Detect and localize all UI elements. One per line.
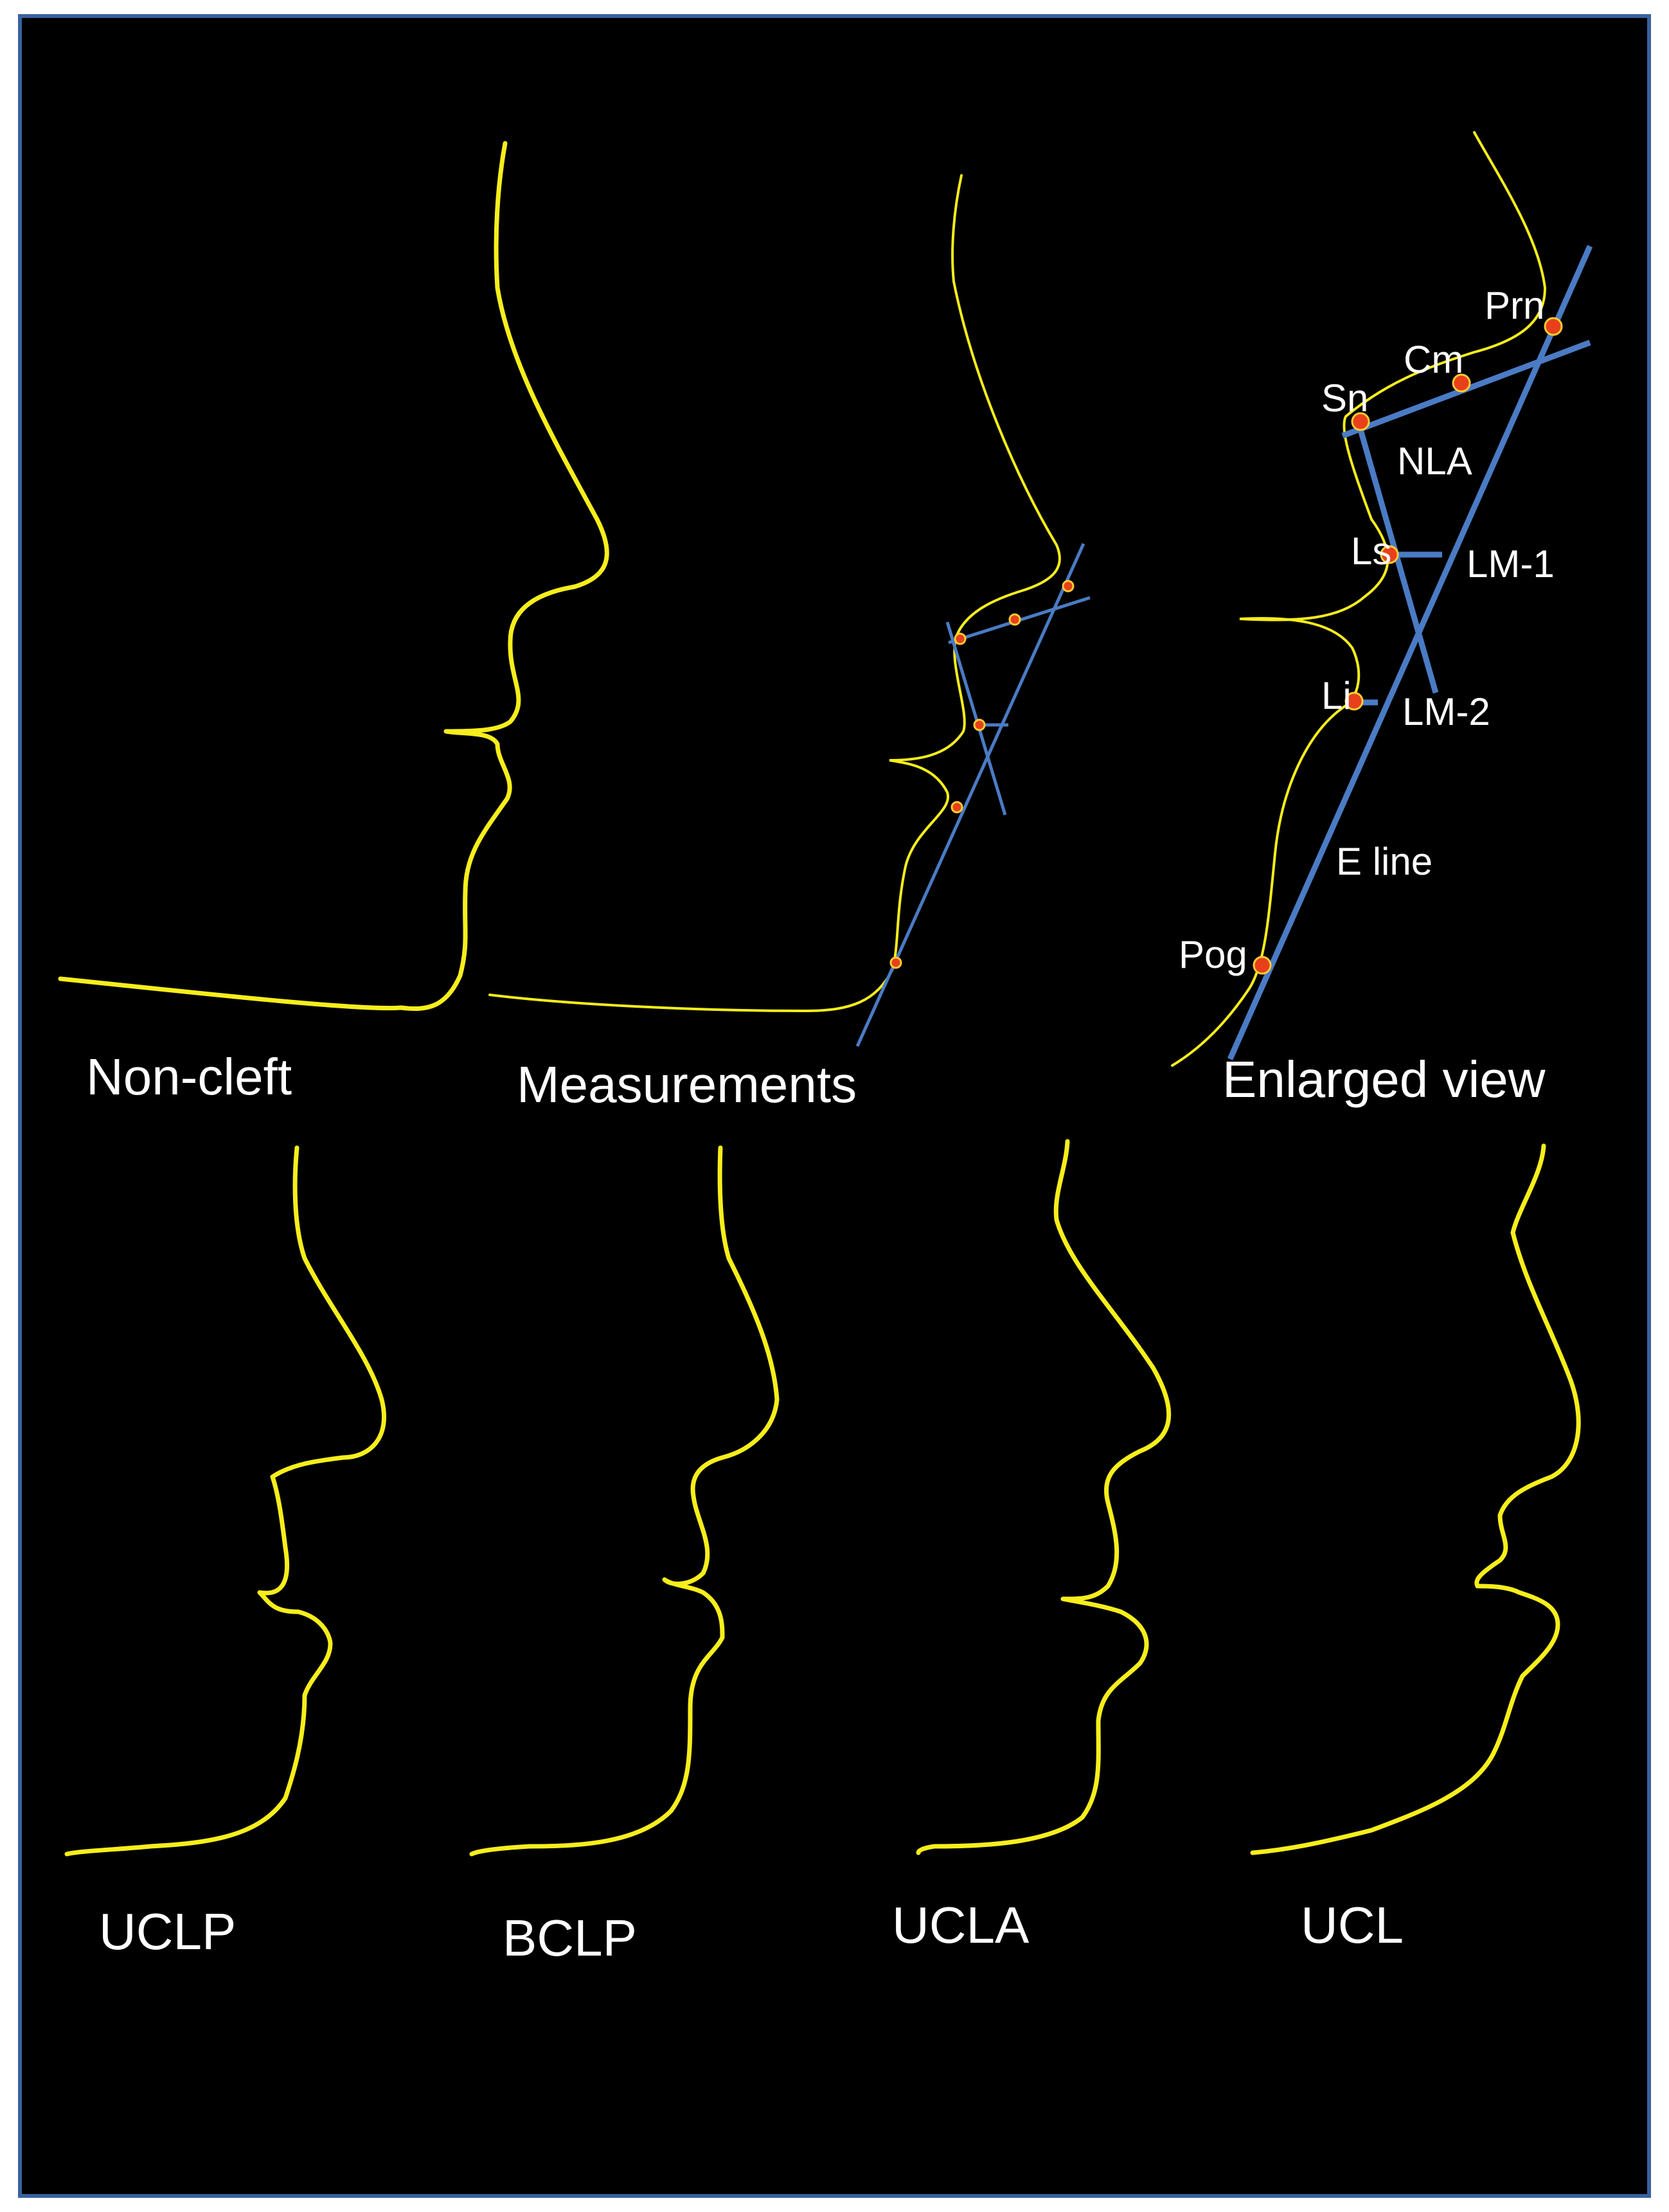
profile-uclp [64,1145,387,1857]
profile-drawings [58,131,1593,1857]
landmark-point [954,632,967,645]
label-uclp: UCLP [99,1903,237,1960]
landmark-prn-label: Prn [1485,284,1545,327]
measurement-line [945,621,1007,816]
profile-ucl [1250,1143,1581,1855]
figure-panel: Non-cleft Measurements Enlarged view UCL… [18,14,1651,2198]
measure-lm1-label: LM-1 [1467,542,1555,585]
landmark-ls-label: Ls [1351,530,1392,573]
landmark-point [889,956,902,969]
measure-e-line-label: E line [1336,840,1433,883]
label-ucl: UCL [1301,1896,1404,1954]
landmark-point [973,718,986,731]
label-non-cleft: Non-cleft [86,1048,292,1105]
label-enlarged-view: Enlarged view [1222,1051,1546,1108]
label-measurements: Measurements [517,1056,857,1113]
enlarged-measurement-line [1227,245,1593,1060]
profile-measurements [488,174,1061,1013]
profile-bclp [469,1145,780,1857]
landmark-li-label: Li [1321,674,1352,717]
landmark-cm-label: Cm [1404,338,1464,381]
profile-ucla [916,1139,1172,1855]
landmark-point [1062,580,1075,593]
landmark-point [1452,373,1471,393]
profile-enlarged [1171,131,1547,1067]
landmark-point [1544,317,1563,336]
landmark-point [951,801,963,814]
landmark-point [1351,412,1370,431]
profile-non-cleft [58,141,609,1012]
label-ucla: UCLA [892,1896,1030,1954]
landmark-point [1253,956,1272,975]
landmark-point [1380,545,1399,564]
label-bclp: BCLP [503,1909,637,1967]
landmark-point [1344,691,1364,711]
measure-lm2-label: LM-2 [1402,690,1490,733]
measure-nla-label: NLA [1397,440,1472,483]
measurement-line [855,542,1085,1048]
landmark-sn-label: Sn [1321,377,1369,420]
landmark-pog-label: Pog [1179,933,1247,976]
landmark-point [1008,613,1021,626]
